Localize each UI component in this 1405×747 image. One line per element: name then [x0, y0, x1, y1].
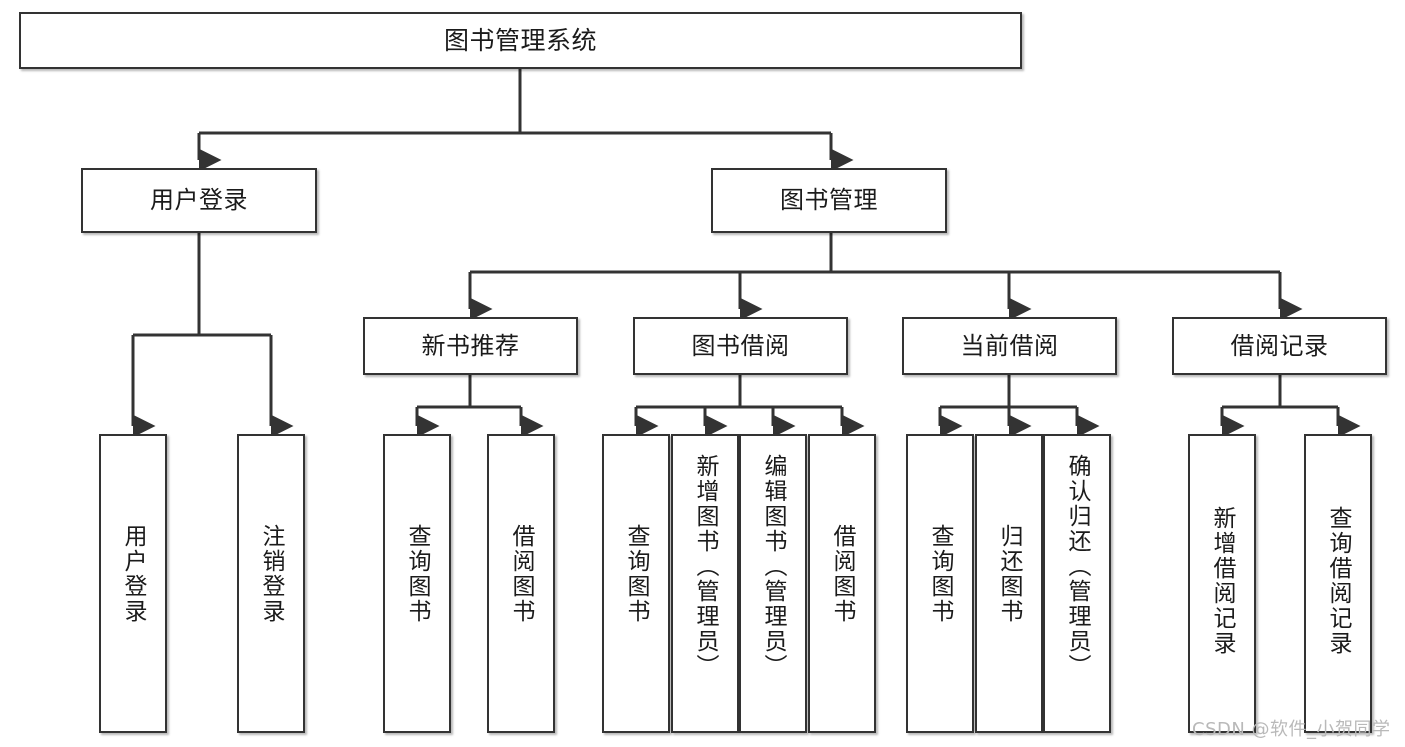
- leaf-borrow-book-new-rec[interactable]: 借阅图书: [487, 434, 555, 733]
- leaf-add-book-admin[interactable]: 新增图书（管理员）: [671, 434, 739, 733]
- node-label: 查询借阅记录: [1325, 506, 1352, 656]
- node-root-book-management-system[interactable]: 图书管理系统: [19, 12, 1022, 69]
- node-label: 用户登录: [120, 524, 147, 624]
- leaf-confirm-return-admin[interactable]: 确认归还（管理员）: [1043, 434, 1111, 733]
- leaf-query-book-current[interactable]: 查询图书: [906, 434, 974, 733]
- csdn-watermark: CSDN @软件_小贺同学: [1192, 719, 1391, 740]
- node-label: 图书管理: [780, 186, 878, 215]
- node-label: 图书管理系统: [443, 25, 597, 55]
- node-label: 注销登录: [258, 524, 285, 624]
- node-label: 当前借阅: [960, 331, 1059, 360]
- node-label: 确认归还（管理员）: [1064, 454, 1091, 679]
- node-label: 图书借阅: [691, 331, 790, 360]
- node-borrow-record[interactable]: 借阅记录: [1172, 317, 1387, 375]
- node-book-management[interactable]: 图书管理: [711, 168, 947, 233]
- node-label: 查询图书: [623, 524, 650, 624]
- leaf-query-book-borrow[interactable]: 查询图书: [602, 434, 670, 733]
- node-label: 借阅记录: [1230, 331, 1329, 360]
- leaf-user-login[interactable]: 用户登录: [99, 434, 167, 733]
- node-book-borrow[interactable]: 图书借阅: [633, 317, 848, 375]
- leaf-return-book[interactable]: 归还图书: [975, 434, 1043, 733]
- node-user-login[interactable]: 用户登录: [81, 168, 317, 233]
- leaf-logout-login[interactable]: 注销登录: [237, 434, 305, 733]
- leaf-edit-book-admin[interactable]: 编辑图书（管理员）: [739, 434, 807, 733]
- node-label: 查询图书: [927, 524, 954, 624]
- leaf-query-book-new-rec[interactable]: 查询图书: [383, 434, 451, 733]
- node-current-borrow[interactable]: 当前借阅: [902, 317, 1117, 375]
- node-label: 用户登录: [150, 186, 248, 215]
- node-label: 新增图书（管理员）: [692, 454, 719, 679]
- leaf-borrow-book-borrow[interactable]: 借阅图书: [808, 434, 876, 733]
- node-label: 新书推荐: [421, 331, 520, 360]
- node-label: 新增借阅记录: [1209, 506, 1236, 656]
- node-new-book-recommendation[interactable]: 新书推荐: [363, 317, 578, 375]
- node-label: 归还图书: [996, 524, 1023, 624]
- leaf-query-borrow-record[interactable]: 查询借阅记录: [1304, 434, 1372, 733]
- node-label: 编辑图书（管理员）: [760, 454, 787, 679]
- node-label: 查询图书: [404, 524, 431, 624]
- node-label: 借阅图书: [829, 524, 856, 624]
- node-label: 借阅图书: [508, 524, 535, 624]
- leaf-add-borrow-record[interactable]: 新增借阅记录: [1188, 434, 1256, 733]
